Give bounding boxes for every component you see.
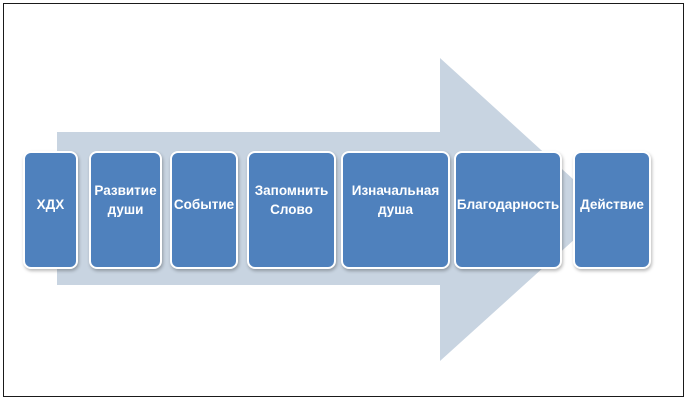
step-box-soul-development: Развитие души bbox=[89, 151, 162, 269]
step-label: Запомнить Слово bbox=[254, 183, 329, 217]
step-box-event: Событие bbox=[170, 151, 238, 269]
step-box-remember-word: Запомнить Слово bbox=[247, 151, 336, 269]
step-label: Изначальная душа bbox=[351, 183, 440, 217]
step-label: Благодарность bbox=[456, 197, 560, 212]
step-box-hdh: ХДХ bbox=[23, 151, 78, 269]
step-label: Действие bbox=[580, 197, 644, 212]
step-label: Событие bbox=[173, 197, 235, 212]
step-box-gratitude: Благодарность bbox=[454, 151, 562, 269]
step-box-action: Действие bbox=[573, 151, 651, 269]
step-label: ХДХ bbox=[36, 197, 65, 212]
step-box-original-soul: Изначальная душа bbox=[341, 151, 450, 269]
step-label: Развитие души bbox=[94, 183, 157, 217]
